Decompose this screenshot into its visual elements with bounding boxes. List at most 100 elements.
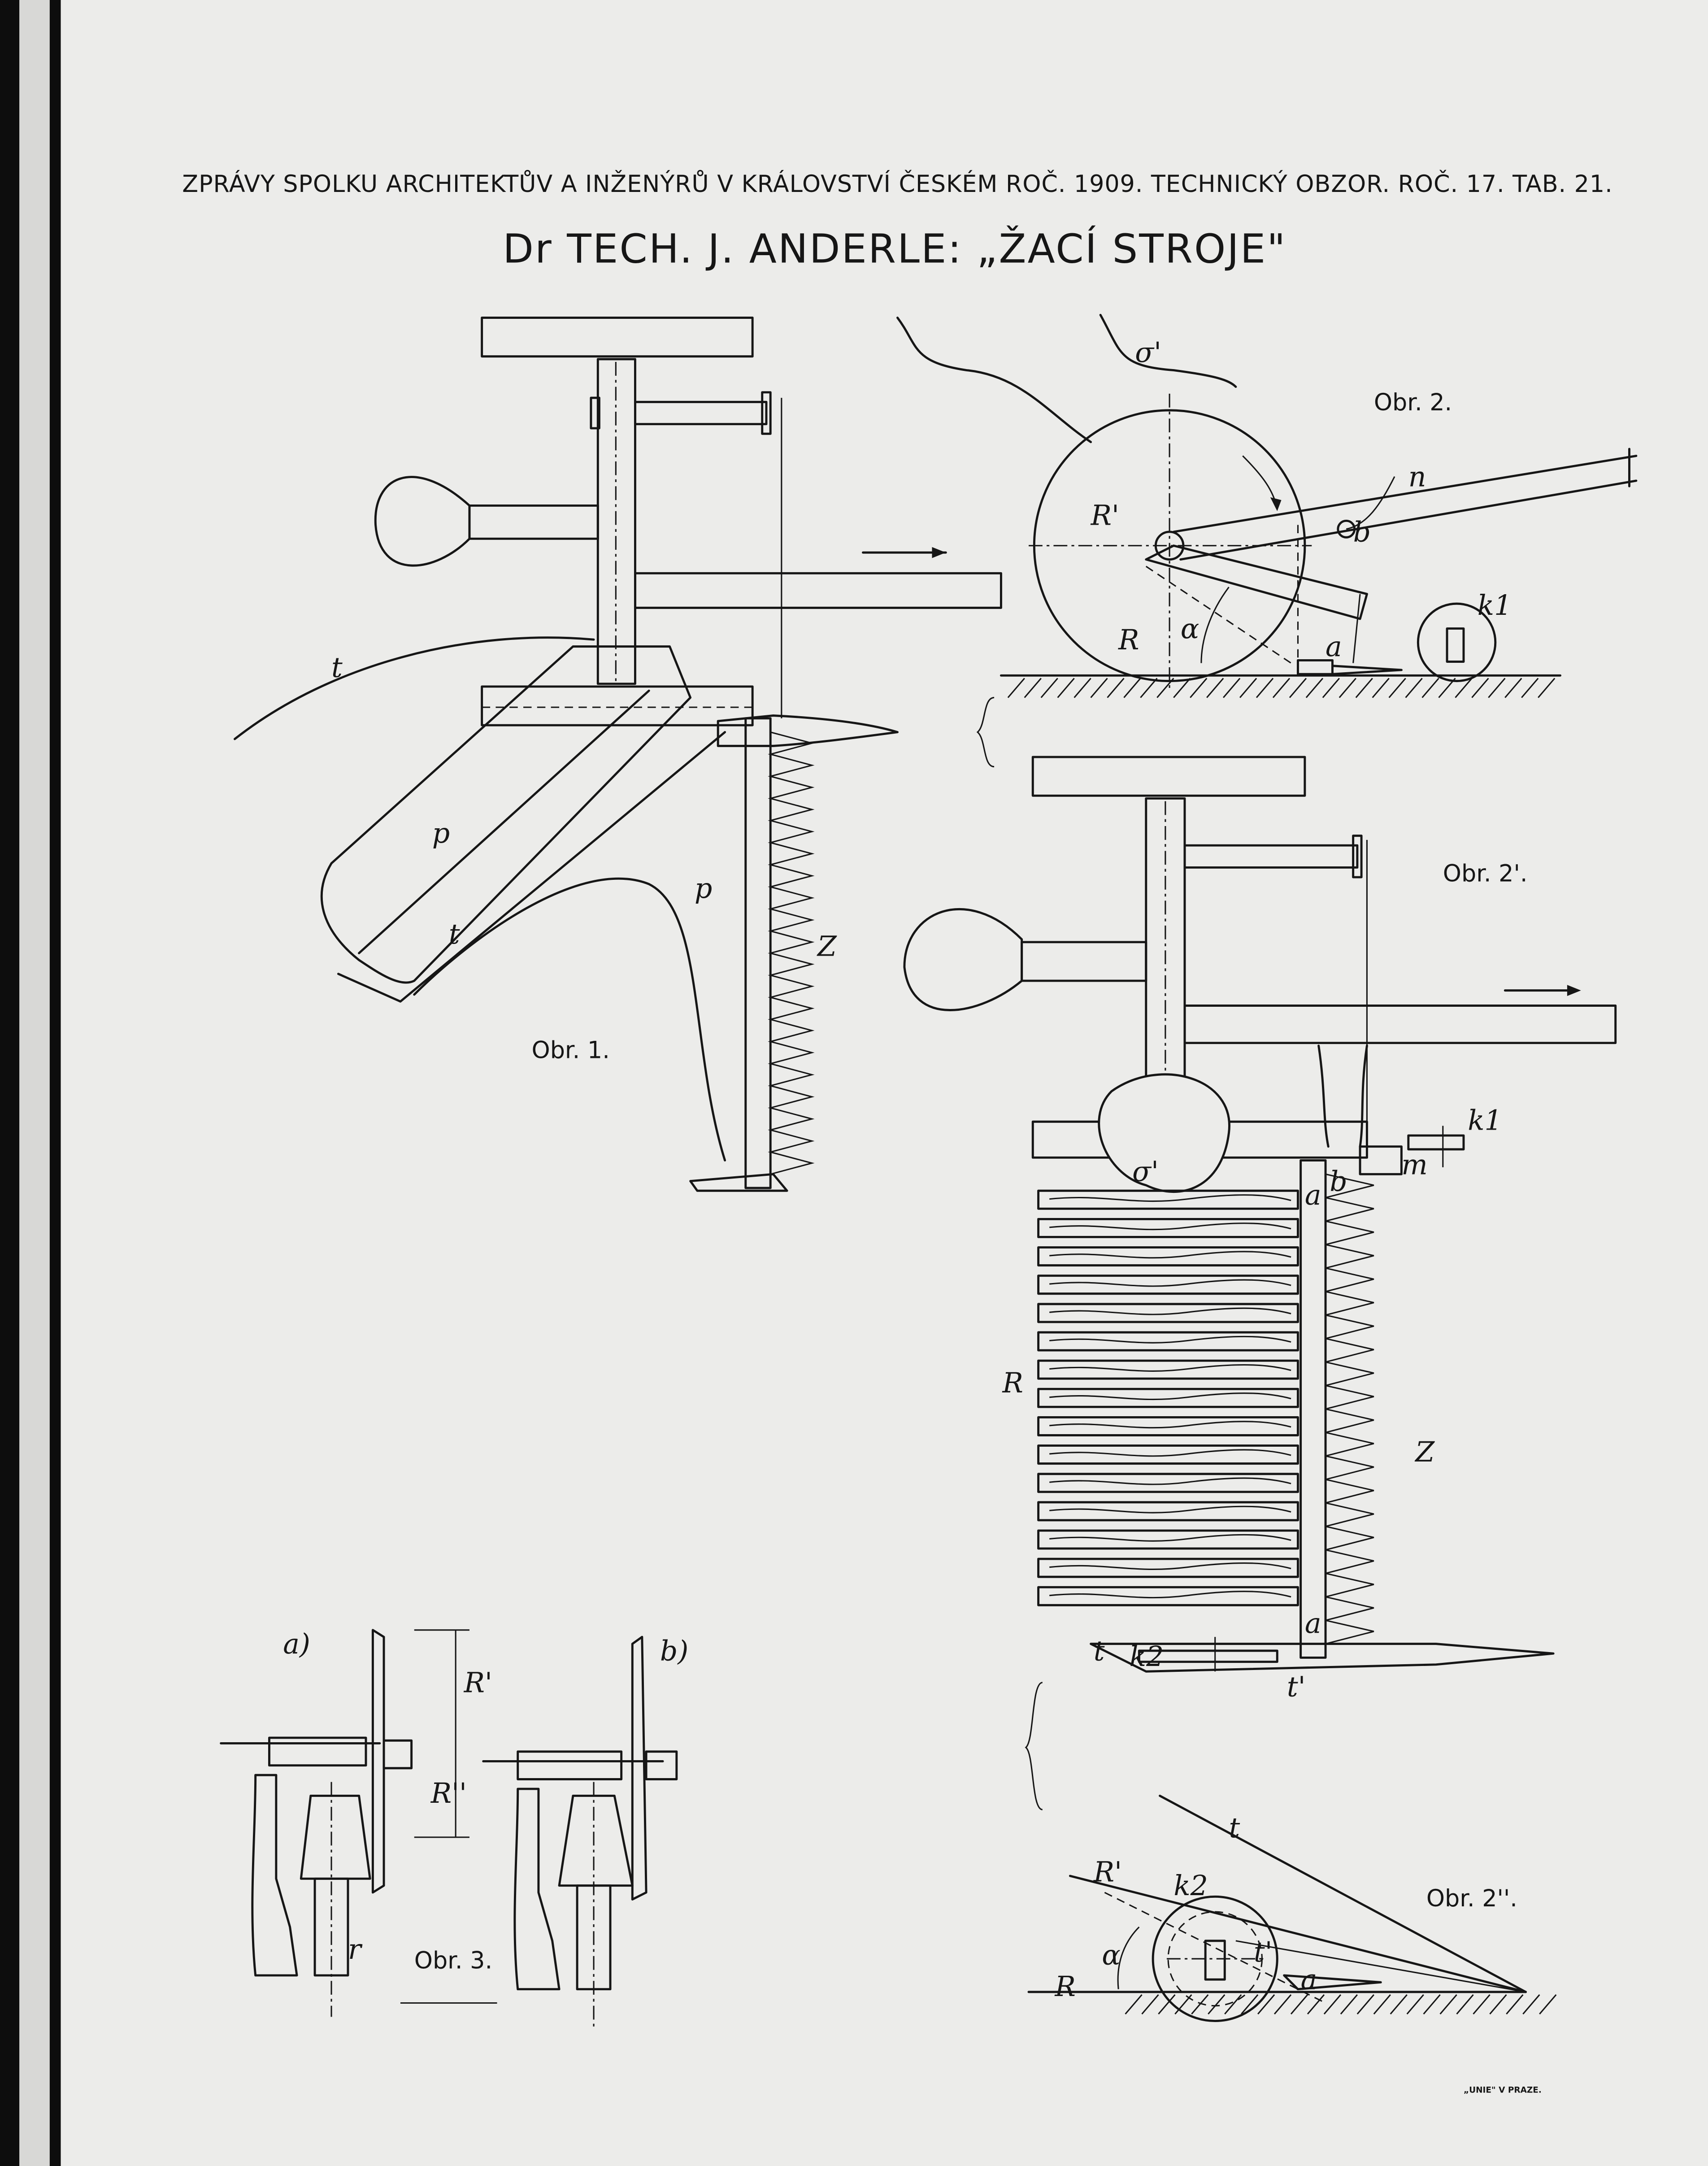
- label-r: R: [1002, 1367, 1023, 1399]
- knife-teeth: [768, 731, 815, 1175]
- reel-slat: [1037, 1331, 1299, 1352]
- wood-grain: [1049, 1364, 1291, 1372]
- cone-pulley-b: [558, 1795, 634, 1887]
- figure-2: σ' Obr. 2. n b R' R α a k1: [896, 313, 1638, 768]
- label-n: n: [1408, 461, 1426, 493]
- caption-obr-2-double-prime: Obr. 2''.: [1426, 1885, 1517, 1912]
- label-b: b: [1353, 516, 1371, 548]
- wood-grain: [1049, 1477, 1291, 1485]
- lever-arm: [1145, 544, 1368, 620]
- reel-slat: [1037, 1274, 1299, 1295]
- reel-slat: [1037, 1444, 1299, 1465]
- figure-2-double-prime: t Obr. 2''. R' k2 α R t' a: [1027, 1795, 1557, 2022]
- label-k1: k1: [1478, 589, 1512, 622]
- wood-grain: [1049, 1505, 1291, 1514]
- label-a: a: [1305, 1179, 1321, 1211]
- reel-slats: [1037, 1189, 1299, 1606]
- caption-obr-2-prime: Obr. 2'.: [1443, 860, 1528, 887]
- wood-grain: [1049, 1194, 1291, 1202]
- reel-slat: [1037, 1557, 1299, 1578]
- label-t: t: [449, 918, 460, 950]
- kidney-wheel: [374, 476, 471, 567]
- wood-grain: [1049, 1335, 1291, 1344]
- label-k2: k2: [1173, 1870, 1208, 1902]
- wood-grain: [1049, 1421, 1291, 1429]
- label-sigma: σ': [1135, 336, 1161, 369]
- label-z: Z: [817, 931, 837, 963]
- label-t: t: [331, 651, 343, 683]
- reel-slat: [1037, 1529, 1299, 1550]
- caption-obr-1: Obr. 1.: [532, 1037, 610, 1064]
- main-beam: [634, 572, 1002, 609]
- label-t-prime: t': [1287, 1671, 1306, 1703]
- label-m: m: [1401, 1148, 1427, 1181]
- figure-1: t p p t Z Obr. 1.: [234, 317, 1002, 1192]
- label-t: t: [1229, 1812, 1240, 1844]
- label-b-variant: b): [660, 1635, 688, 1667]
- label-sigma: σ': [1132, 1156, 1159, 1188]
- frame-plate: [481, 685, 754, 726]
- seat-bar: [481, 317, 754, 358]
- wood-grain: [1049, 1449, 1291, 1457]
- reel-slat: [1037, 1416, 1299, 1436]
- wood-grain: [1049, 1534, 1291, 1542]
- curve-t: [234, 636, 595, 740]
- label-a: a: [1305, 1607, 1321, 1640]
- paper-page: [61, 0, 1708, 2166]
- reel-slat: [1037, 1586, 1299, 1606]
- reel-disc-b: [631, 1635, 648, 1901]
- brace: [976, 697, 995, 768]
- rotation-arrow: [1270, 497, 1282, 511]
- seat-bar: [1031, 756, 1306, 797]
- sigma-wheel: [1098, 1073, 1230, 1193]
- label-r: R: [1118, 624, 1139, 656]
- reel-slat: [1037, 1303, 1299, 1323]
- wood-grain: [1049, 1222, 1291, 1231]
- reel-slat: [1037, 1218, 1299, 1238]
- crop-curve-sigma: [1099, 313, 1237, 388]
- main-beam: [1183, 1005, 1617, 1044]
- label-z: Z: [1414, 1436, 1435, 1468]
- cone-pulley-a: [300, 1795, 371, 1880]
- label-b: b: [1330, 1165, 1347, 1197]
- label-r-small: r: [348, 1933, 363, 1966]
- reel-disc-a: [371, 1629, 385, 1894]
- plate-title: Dr TECH. J. ANDERLE: „ŽACÍ STROJE": [503, 225, 1286, 272]
- knife-tooth-row: [1325, 1173, 1374, 1645]
- reel-slat: [1037, 1359, 1299, 1380]
- wood-grain: [1049, 1251, 1291, 1259]
- label-r-prime: R': [1091, 500, 1119, 532]
- label-k2: k2: [1130, 1640, 1164, 1673]
- figure-3: a) b) R' R'' r Obr. 3.: [220, 1628, 688, 2031]
- wood-grain: [1049, 1307, 1291, 1315]
- printer-mark: „UNIE" V PRAZE.: [1464, 2086, 1542, 2095]
- divider-curve: [413, 877, 726, 1161]
- label-t: t: [1094, 1635, 1105, 1667]
- caption-obr-3: Obr. 3.: [414, 1947, 492, 1975]
- tongue-pole: [1172, 455, 1638, 533]
- label-p: p: [695, 872, 712, 905]
- reel-slat: [1037, 1189, 1299, 1210]
- caption-obr-2: Obr. 2.: [1374, 389, 1452, 416]
- crop-curve: [896, 317, 1092, 444]
- grass-wheel: [1417, 602, 1497, 683]
- wood-grain: [1049, 1392, 1291, 1401]
- crank-axle: [634, 400, 768, 426]
- label-a: a: [1326, 631, 1342, 663]
- platform-p: [320, 645, 692, 984]
- wood-grain: [1049, 1279, 1291, 1287]
- label-r-prime: R': [464, 1666, 492, 1699]
- ground-hatch: [1007, 678, 1556, 698]
- label-k1: k1: [1468, 1105, 1502, 1137]
- journal-header: ZPRÁVY SPOLKU ARCHITEKTŮV A INŽENÝRŮ V K…: [182, 170, 1612, 198]
- label-a-variant: a): [283, 1628, 310, 1660]
- reel-slat: [1037, 1501, 1299, 1522]
- label-r-prime: R': [1093, 1856, 1122, 1888]
- wood-grain: [1049, 1562, 1291, 1570]
- reel-slat: [1037, 1246, 1299, 1267]
- kidney-wheel: [903, 908, 1023, 1011]
- outer-shoe: [1090, 1643, 1555, 1673]
- brace: [1025, 1682, 1043, 1810]
